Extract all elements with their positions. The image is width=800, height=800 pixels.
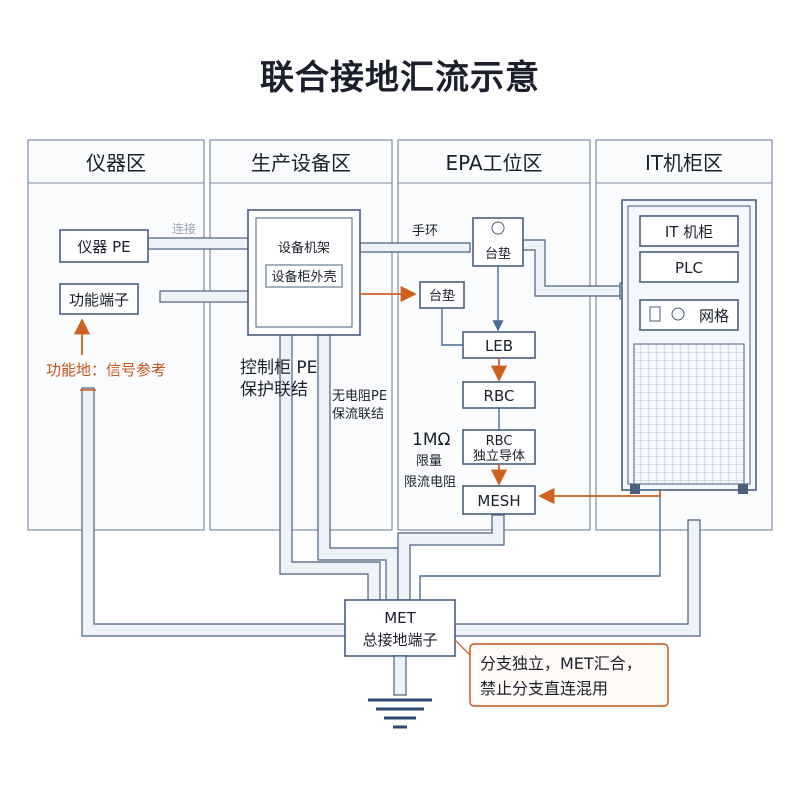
zone-header-instrument: 仪器区 xyxy=(86,151,146,175)
rbc-box xyxy=(462,381,536,409)
met-label-2: 总接地端子 xyxy=(362,631,437,649)
page-title: 联合接地汇流示意 xyxy=(260,58,540,98)
earth-ground-icon xyxy=(368,655,432,729)
control-pe-label-1: 控制柜 PE xyxy=(240,358,317,378)
wrist-strap-label: 手环 xyxy=(412,224,438,239)
shell-label: 设备柜外壳 xyxy=(271,269,336,285)
rbc2-label-2: 独立导体 xyxy=(473,449,525,464)
rule-note-1: 分支独立，MET汇合， xyxy=(480,654,642,673)
document-icon xyxy=(649,306,661,322)
grid-label: 网格 xyxy=(699,307,729,325)
plc-box xyxy=(639,251,739,283)
func-ground-note: 功能地：信号参考 xyxy=(46,361,166,379)
it-cab-label: IT 机柜 xyxy=(665,223,713,241)
rbc-conductor-box xyxy=(462,429,536,465)
no-res-pe-label-1: 无电阻PE xyxy=(332,389,387,404)
instrument-pe-label: 仪器 PE xyxy=(77,238,130,256)
mesh-label: MESH xyxy=(477,492,520,510)
resistor-label-1: 1MΩ xyxy=(412,430,450,450)
instrument-pe-box xyxy=(59,229,149,263)
zone-header-production: 生产设备区 xyxy=(251,151,351,175)
control-pe-label-2: 保护联结 xyxy=(240,380,308,400)
func-terminal-box xyxy=(59,283,139,315)
globe-icon xyxy=(671,307,685,321)
rbc2-label-1: RBC xyxy=(486,434,513,449)
faint-connect-label: 连接 xyxy=(172,221,196,236)
rack-label: 设备机架 xyxy=(278,240,330,256)
rule-callout xyxy=(469,643,669,707)
grid-box xyxy=(639,299,739,331)
plc-label: PLC xyxy=(675,259,703,277)
no-res-pe-label-2: 保流联结 xyxy=(332,407,384,422)
rbc-label: RBC xyxy=(484,387,515,405)
resistor-label-3: 限流电阻 xyxy=(404,475,456,490)
zone-header-epa: EPA工位区 xyxy=(445,151,542,175)
met-box xyxy=(344,599,456,657)
rule-note-2: 禁止分支直连混用 xyxy=(480,679,608,698)
mat-box-2 xyxy=(419,281,465,309)
it-cabinet xyxy=(621,199,757,494)
mat-label-1: 台垫 xyxy=(485,246,511,262)
resistor-label-2: 限量 xyxy=(416,454,442,469)
mesh-box xyxy=(462,485,536,515)
met-label-1: MET xyxy=(384,609,416,627)
func-terminal-label: 功能端子 xyxy=(69,291,129,309)
mat-label-2: 台垫 xyxy=(429,288,455,304)
zone-header-it: IT机柜区 xyxy=(645,151,723,175)
it-cab-box xyxy=(639,215,739,247)
leb-label: LEB xyxy=(485,337,513,355)
